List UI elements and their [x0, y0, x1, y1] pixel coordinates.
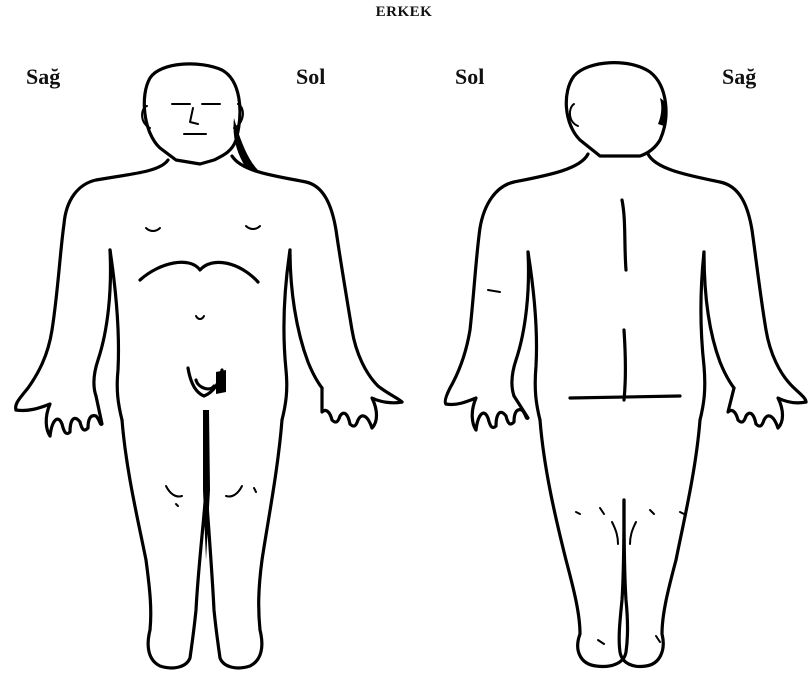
back-gluteal-cleft: [624, 330, 626, 400]
back-head: [566, 63, 666, 156]
back-left-leg: [540, 420, 628, 666]
back-right-hand: [728, 388, 806, 428]
back-left-hand: [446, 396, 528, 430]
back-right-leg: [619, 420, 700, 666]
back-spine: [622, 200, 626, 270]
